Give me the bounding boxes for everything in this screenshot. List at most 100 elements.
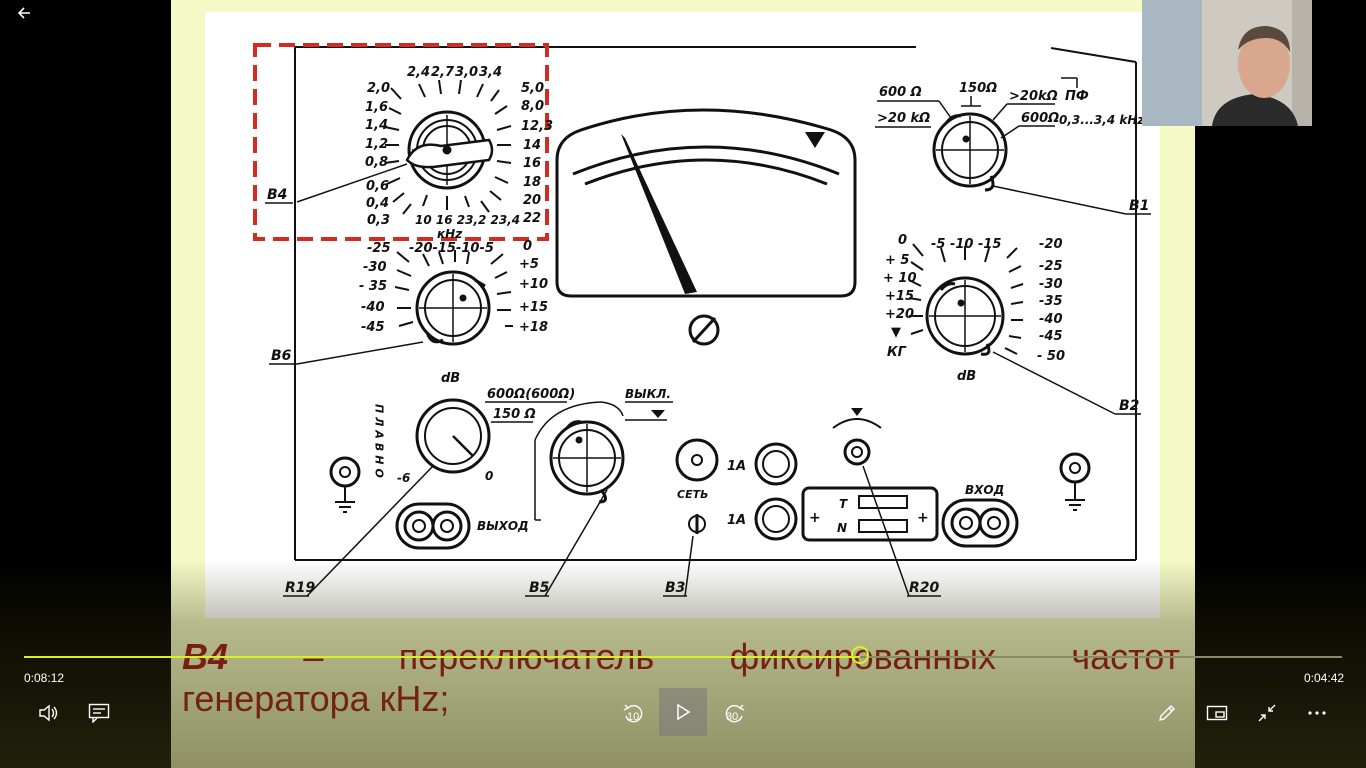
remaining-time: 0:04:42 <box>1304 671 1345 685</box>
b4-label: 8,0 <box>521 99 544 114</box>
b4-label: 18 <box>523 175 541 190</box>
seek-bar[interactable] <box>24 646 1342 664</box>
callout-b1: В1 <box>1129 198 1149 214</box>
b5-knob <box>534 401 625 520</box>
callout-b6: В6 <box>271 348 292 364</box>
b4-label: 20 <box>523 193 541 208</box>
b2-label: -25 <box>1039 259 1063 274</box>
fuse-label-1: 1А <box>727 459 746 474</box>
b2-label: -40 <box>1039 312 1063 327</box>
b6-label: +18 <box>519 320 548 335</box>
indicator-plus-right: + <box>917 510 929 526</box>
b5-labels: 600Ω(600Ω) 150 Ω ВЫКЛ. <box>485 387 673 423</box>
power-label: СЕТЬ <box>677 488 708 501</box>
b2-knob <box>925 276 1005 356</box>
meter <box>555 108 857 298</box>
b1-label: >20 kΩ <box>877 111 930 126</box>
b2-label: - 50 <box>1037 349 1065 364</box>
mini-view-icon <box>1206 705 1228 721</box>
b6-scale-labels: -25 -30 - 35 -40 -45 -20-15-10-5 0 +5 +1… <box>359 239 548 386</box>
callout-b2: В2 <box>1119 398 1139 414</box>
play-icon <box>677 703 691 721</box>
b4-label: 3,4 <box>479 65 502 80</box>
b6-unit-label: dB <box>441 371 460 386</box>
b6-label: -40 <box>361 300 385 315</box>
b4-scale-ticks <box>384 79 512 215</box>
b6-label: -30 <box>363 260 387 275</box>
b2-scale-labels: 0 + 5 + 10 +15 +20 ▼ КГ -5 -10 -15 -20 -… <box>883 233 1065 384</box>
more-options-icon <box>1308 711 1326 715</box>
device-panel-diagram: 2,0 1,6 1,4 1,2 0,8 0,6 0,4 0,3 2,4 2,7 … <box>205 12 1160 618</box>
b2-label: +20 <box>885 307 914 322</box>
back-button[interactable] <box>10 4 38 28</box>
b6-scale-ticks <box>394 250 513 327</box>
skip-forward-icon <box>725 704 745 723</box>
fuse-holder-1 <box>754 442 798 486</box>
b6-label: +15 <box>519 300 548 315</box>
skip-back-button[interactable]: 10 <box>618 700 648 728</box>
b4-label: 0,4 <box>366 196 389 211</box>
b1-label: >20kΩ <box>1009 89 1058 104</box>
more-options-button[interactable] <box>1302 700 1332 726</box>
b1-label: ПФ <box>1065 89 1089 104</box>
captions-icon <box>88 703 110 723</box>
b4-label: 3,0 <box>455 65 478 80</box>
r19-label-max: 0 <box>485 469 493 483</box>
b4-label: 2,0 <box>367 81 390 96</box>
callout-b3: В3 <box>665 580 685 596</box>
b2-label: -45 <box>1039 329 1063 344</box>
exit-fullscreen-button[interactable] <box>1252 700 1282 726</box>
b4-label: 12,3 <box>521 119 553 134</box>
presenter-webcam <box>1142 0 1312 126</box>
seek-bar-thumb[interactable] <box>851 646 869 664</box>
skip-forward-button[interactable]: 30 <box>720 700 750 728</box>
power-switch-b3 <box>688 514 706 534</box>
b4-highlight-box <box>253 43 549 241</box>
b2-scale-ticks <box>908 243 1024 355</box>
b4-label: 2,7 <box>431 65 455 80</box>
fuse-holder-2 <box>754 497 798 541</box>
b4-scale-labels: 2,0 1,6 1,4 1,2 0,8 0,6 0,4 0,3 2,4 2,7 … <box>365 65 553 241</box>
output-label: ВЫХОД <box>477 519 529 533</box>
b6-label: +10 <box>519 277 548 292</box>
skip-forward-seconds: 30 <box>726 711 739 723</box>
r19-knob <box>415 398 491 474</box>
b1-label: 600 Ω <box>879 85 922 100</box>
b2-label: + 10 <box>883 271 917 286</box>
b4-label: 16 <box>523 156 541 171</box>
draw-button[interactable] <box>1152 700 1182 726</box>
volume-button[interactable] <box>34 700 64 726</box>
pen-icon <box>1159 705 1175 721</box>
b2-label: -35 <box>1039 294 1063 309</box>
meter-zero-adjust-screw <box>688 314 720 346</box>
callout-r20: R20 <box>909 580 940 596</box>
play-button[interactable] <box>659 688 707 736</box>
b4-label: 0,6 <box>366 179 389 194</box>
b4-label: 1,6 <box>365 100 388 115</box>
b4-label: 2,4 <box>407 65 430 80</box>
captions-button[interactable] <box>84 700 114 726</box>
indicator-label-n: N <box>837 521 847 535</box>
b5-label: 600Ω(600Ω) <box>487 387 575 402</box>
b1-labels: 600 Ω >20 kΩ 150Ω >20kΩ ПФ 600Ω 0,3...3,… <box>875 77 1145 139</box>
b4-label: 0,8 <box>365 155 388 170</box>
b5-label: 150 Ω <box>493 407 536 422</box>
b6-label: -45 <box>361 320 385 335</box>
b6-label: -20-15-10-5 <box>409 241 494 256</box>
b4-label: 5,0 <box>521 81 544 96</box>
callout-b5: В5 <box>529 580 550 596</box>
b4-label: 0,3 <box>367 213 390 228</box>
r19-label-vertical: ПЛАВНО <box>373 404 386 482</box>
callout-b4: В4 <box>267 187 287 203</box>
b2-label: КГ <box>887 345 907 360</box>
mini-view-button[interactable] <box>1202 700 1232 726</box>
b6-label: +5 <box>519 257 539 272</box>
b2-label: -30 <box>1039 277 1063 292</box>
r19-label-min: -6 <box>397 471 410 485</box>
b2-label: -5 -10 -15 <box>931 237 1001 252</box>
volume-icon <box>39 704 58 722</box>
r20-control <box>832 408 882 466</box>
b4-label: 14 <box>523 138 541 153</box>
b6-label: - 35 <box>359 279 387 294</box>
b6-knob <box>415 270 491 346</box>
